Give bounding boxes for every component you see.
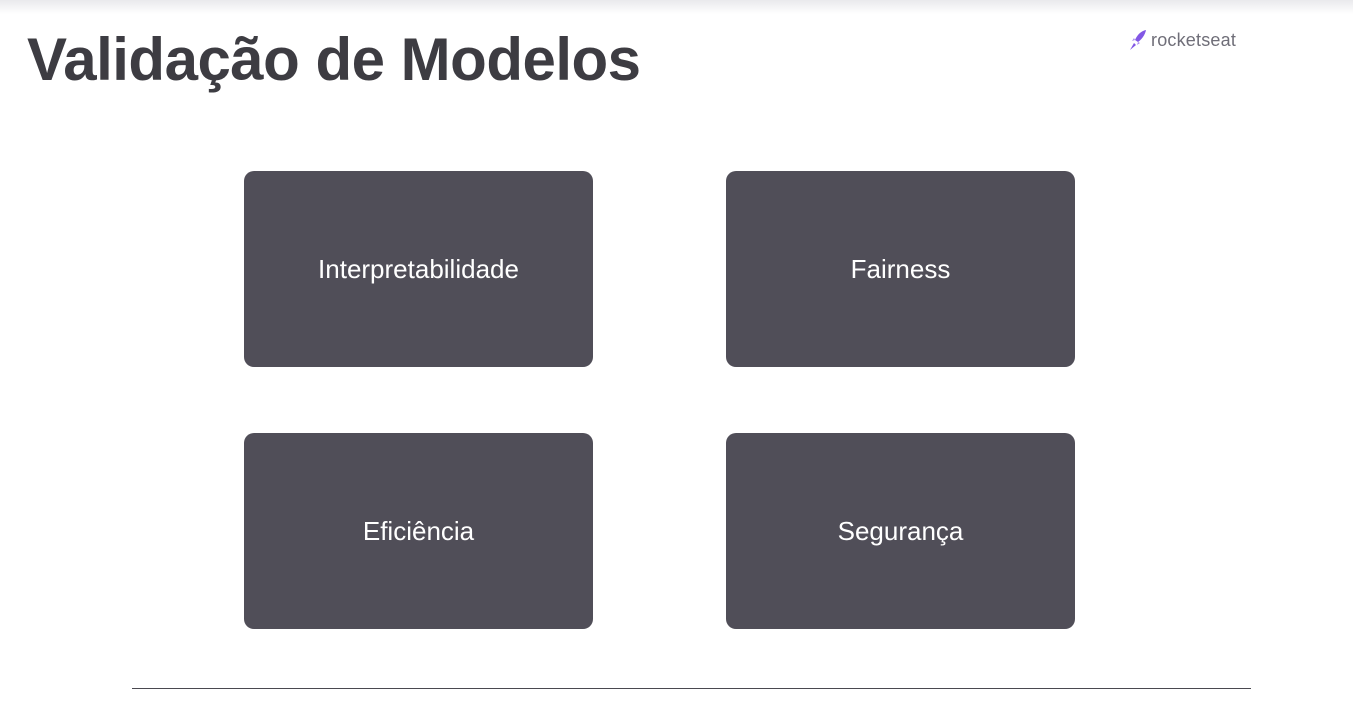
- rocket-icon: [1130, 30, 1146, 50]
- brand-logo: rocketseat: [1128, 28, 1236, 52]
- topic-card-fairness: Fairness: [726, 171, 1075, 367]
- topic-card-eficiencia: Eficiência: [244, 433, 593, 629]
- topic-card-seguranca: Segurança: [726, 433, 1075, 629]
- bottom-divider: [132, 688, 1251, 689]
- topic-card-label: Interpretabilidade: [318, 254, 519, 284]
- slide-title: Validação de Modelos: [27, 26, 641, 93]
- topic-card-label: Fairness: [850, 254, 951, 284]
- topic-card-label: Segurança: [837, 516, 964, 546]
- topic-card-label: Eficiência: [362, 516, 475, 546]
- brand-name: rocketseat: [1151, 30, 1237, 50]
- top-edge-shadow: [0, 0, 1353, 14]
- topic-card-interpretabilidade: Interpretabilidade: [244, 171, 593, 367]
